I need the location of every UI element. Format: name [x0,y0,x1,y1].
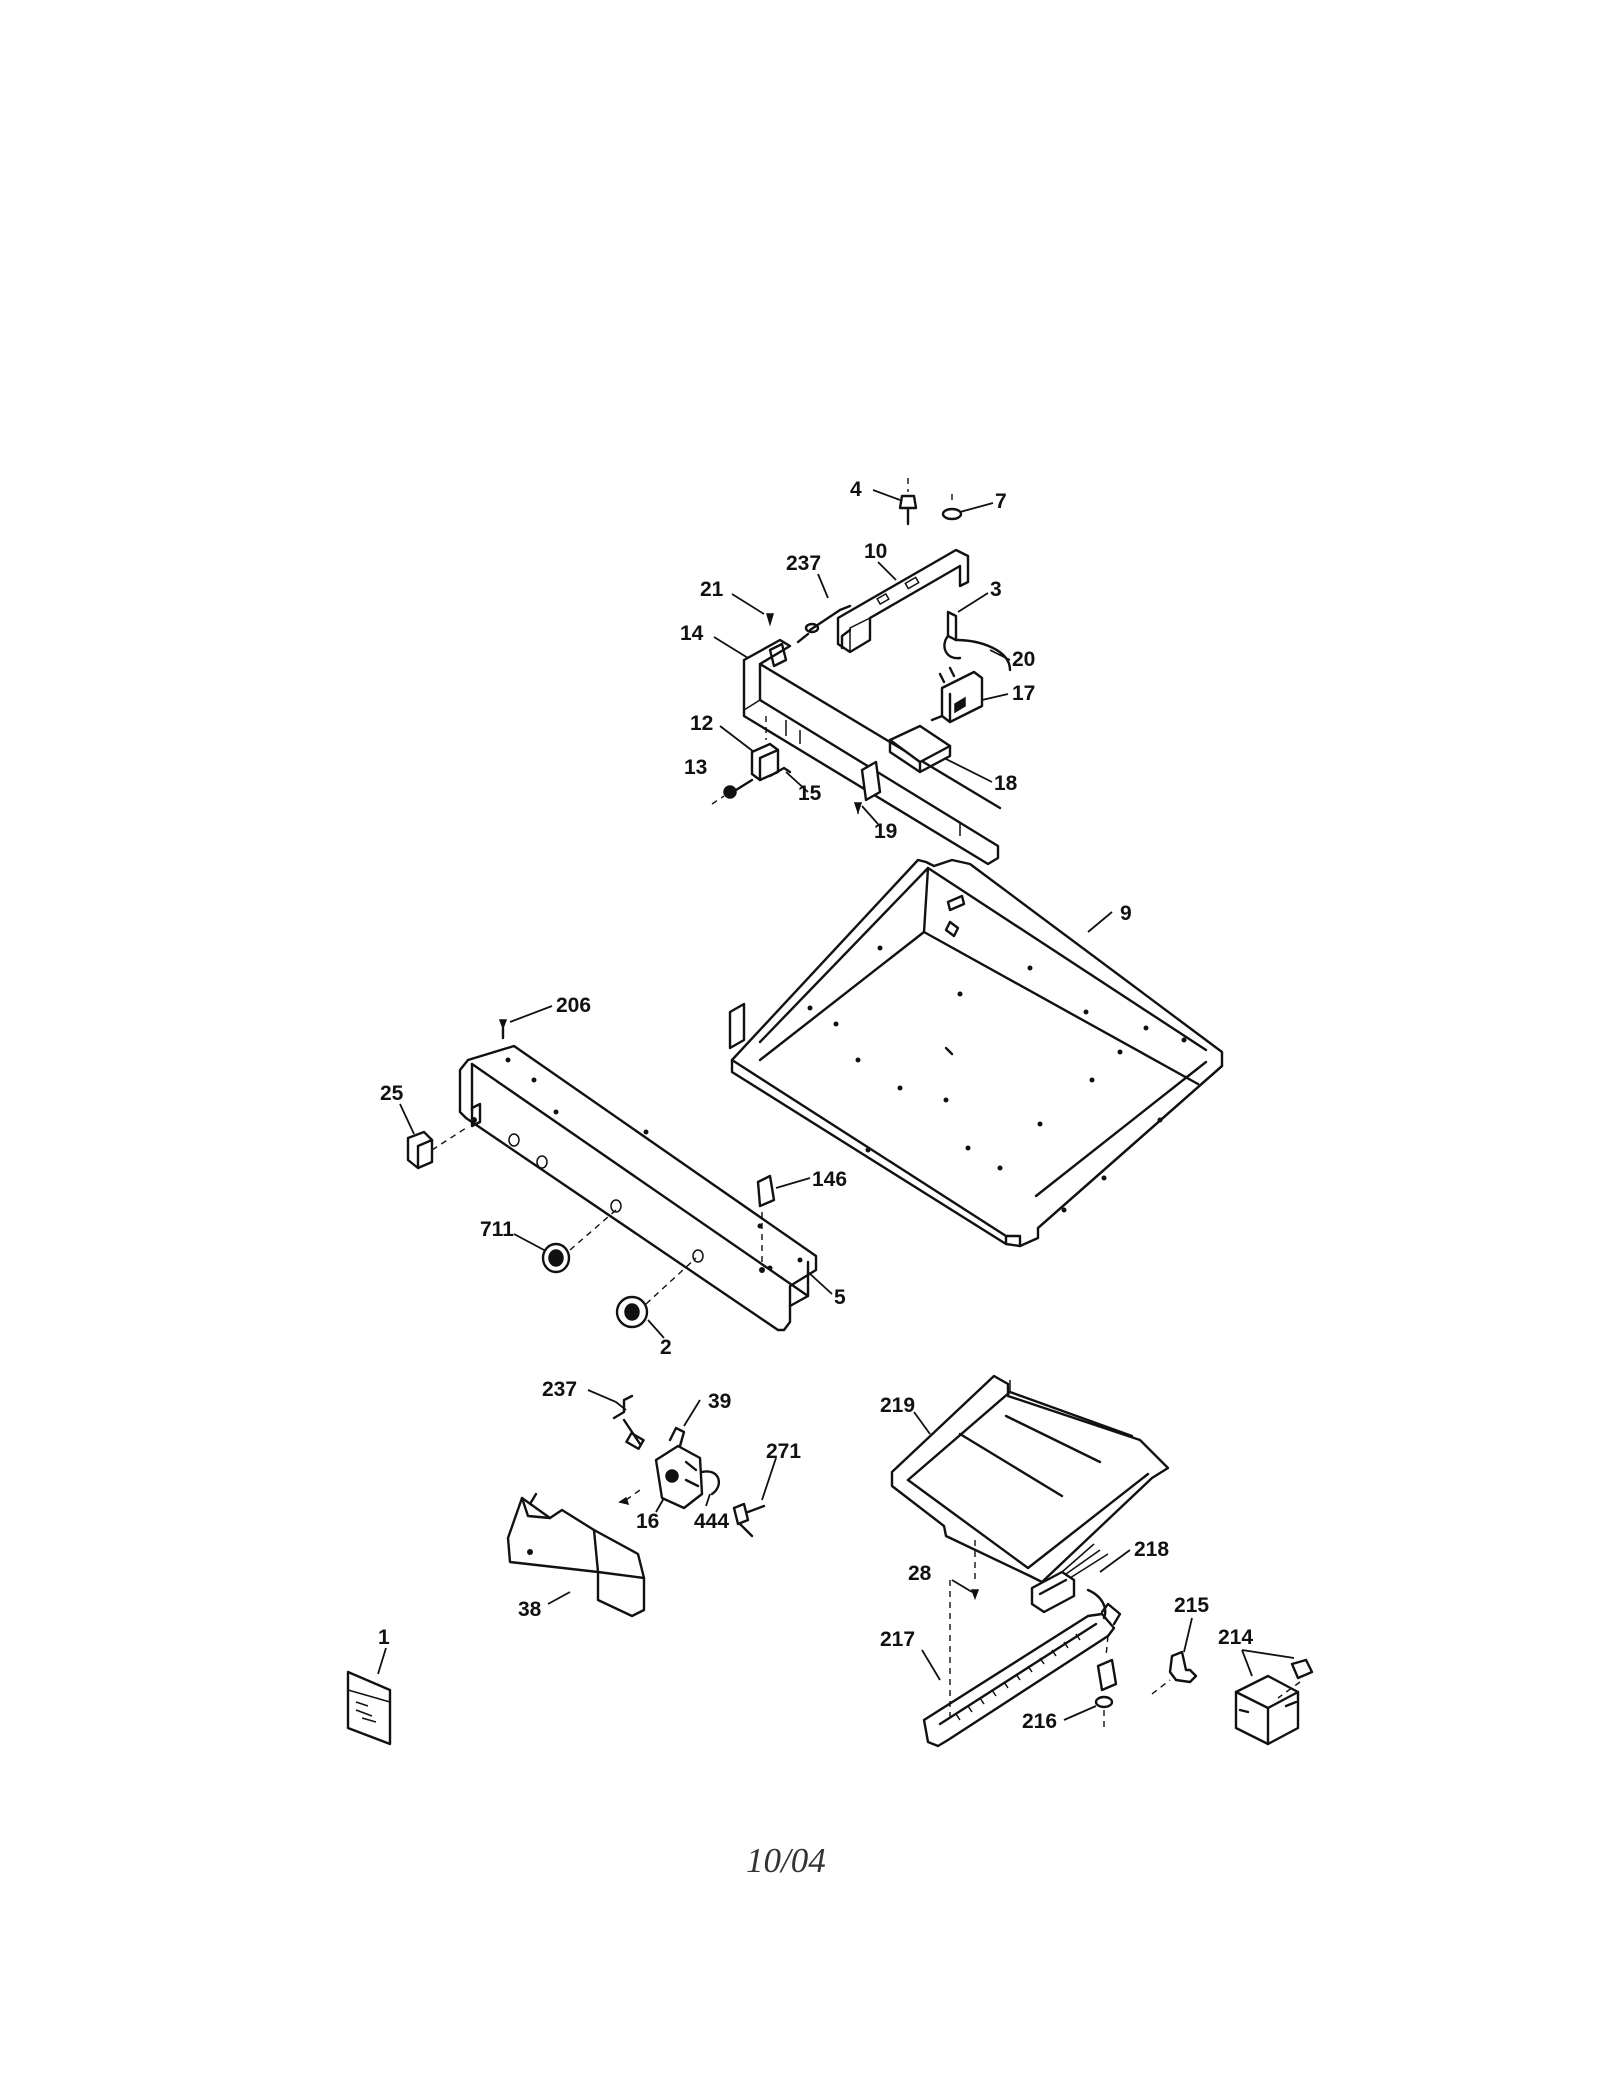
callout-214: 214 [1218,1626,1253,1649]
part-271-screw [732,1502,766,1538]
part-10-valve-bracket [836,548,970,654]
part-2-bezel [615,1257,697,1329]
callout-13: 13 [684,756,707,779]
callout-237-lower: 237 [542,1378,577,1401]
part-9-burner-box [728,858,1224,1248]
callout-16: 16 [636,1510,659,1533]
callout-237-upper: 237 [786,552,821,575]
callout-1: 1 [378,1626,390,1649]
part-38-shield [506,1492,646,1618]
callout-219: 219 [880,1394,915,1417]
callout-12: 12 [690,712,713,735]
callout-271: 271 [766,1440,801,1463]
part-4-screw [898,478,918,526]
callout-711: 711 [480,1218,514,1241]
callout-2: 2 [660,1336,672,1359]
date-code: 10/04 [746,1841,826,1880]
callout-9: 9 [1120,902,1132,925]
part-19-screw [853,760,882,818]
part-5-control-panel [458,1044,818,1332]
part-215-bracket [1151,1650,1198,1695]
part-28-screw [970,1540,980,1601]
callout-15: 15 [798,782,822,805]
callout-39: 39 [708,1390,731,1413]
part-206-screw [498,1019,508,1040]
callout-206: 206 [556,994,591,1017]
part-1-literature-packet [346,1670,392,1746]
part-18-bracket [888,724,952,774]
callout-215: 215 [1174,1594,1209,1617]
part-216-orifice [1094,1635,1118,1728]
part-214-igniter-module [1234,1658,1314,1746]
callout-labels: 4 7 237 10 21 3 14 20 17 12 13 15 18 19 … [378,478,1253,1733]
callout-17: 17 [1012,682,1035,705]
callout-10: 10 [864,540,887,563]
part-17-valve [930,666,984,724]
callout-25: 25 [380,1082,404,1105]
callout-216: 216 [1022,1710,1057,1733]
callout-218: 218 [1134,1538,1169,1561]
callout-3: 3 [990,578,1002,601]
callout-5: 5 [834,1286,846,1309]
part-218-igniter [1030,1543,1109,1614]
part-39-thermostat [618,1426,721,1510]
part-15-stem [768,766,792,778]
part-237-tube-lower [612,1394,645,1451]
part-21-screw [765,613,775,627]
part-25-clip [406,1127,467,1170]
part-3-tube-fitting [943,610,962,660]
part-14-manifold [742,638,1002,866]
callout-4: 4 [850,478,862,501]
callout-19: 19 [874,820,897,843]
callout-444: 444 [694,1510,729,1533]
callout-146: 146 [812,1168,847,1191]
callout-18: 18 [994,772,1018,795]
part-20-tube [954,638,1012,672]
part-7-washer [941,494,963,521]
callout-38: 38 [518,1598,542,1621]
callout-14: 14 [680,622,704,645]
callout-7: 7 [995,490,1007,513]
part-146-clip [756,1174,776,1273]
callout-20: 20 [1012,648,1035,671]
part-13-knob-plug [711,778,754,805]
callout-217: 217 [880,1628,915,1651]
part-237-orifice-tube [796,604,852,644]
part-219-baffle [890,1374,1170,1584]
callout-28: 28 [908,1562,932,1585]
part-711-bezel [541,1209,617,1274]
leader-lines [377,489,1295,1721]
callout-21: 21 [700,578,724,601]
